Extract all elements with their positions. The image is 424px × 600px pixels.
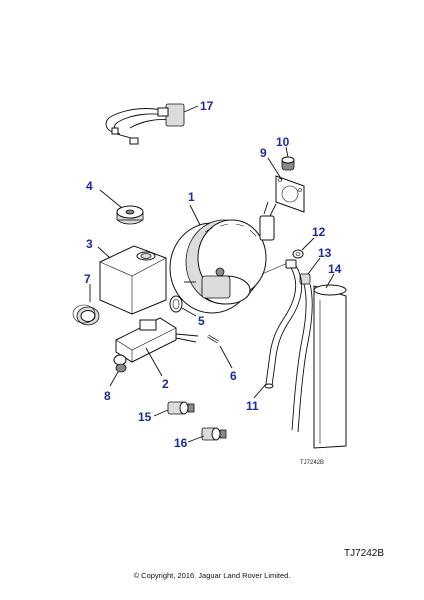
part-4-reservoir-cap[interactable]	[99, 189, 144, 225]
callout-13[interactable]: 13	[318, 246, 332, 260]
callout-15[interactable]: 15	[138, 410, 152, 424]
part-5-o-ring[interactable]	[169, 295, 197, 317]
part-6-pin[interactable]	[207, 334, 233, 369]
part-7-seal[interactable]	[72, 284, 100, 326]
callout-7[interactable]: 7	[84, 272, 91, 286]
callout-9[interactable]: 9	[260, 146, 267, 160]
callout-3[interactable]: 3	[86, 237, 93, 251]
callout-2[interactable]: 2	[162, 377, 169, 391]
callout-8[interactable]: 8	[104, 389, 111, 403]
part-2-master-cylinder[interactable]	[113, 317, 199, 377]
part-12-washer[interactable]	[292, 237, 315, 259]
part-1-brake-booster[interactable]	[169, 201, 291, 314]
part-3-reservoir[interactable]	[97, 245, 167, 315]
drawing-code-small: TJ7242B	[300, 460, 324, 466]
part-17-wiring-harness[interactable]	[105, 103, 199, 145]
callout-4[interactable]: 4	[86, 179, 93, 193]
part-11-vacuum-hose[interactable]	[253, 259, 303, 399]
callout-6[interactable]: 6	[230, 369, 237, 383]
part-13-union[interactable]	[299, 257, 321, 285]
callout-11[interactable]: 11	[246, 399, 259, 413]
callout-16[interactable]: 16	[174, 436, 188, 450]
part-9-gasket[interactable]	[267, 157, 305, 213]
callout-10[interactable]: 10	[276, 135, 290, 149]
callout-1[interactable]: 1	[188, 190, 195, 204]
copyright-notice: © Copyright, 2016. Jaguar Land Rover Lim…	[134, 571, 291, 580]
callout-14[interactable]: 14	[328, 262, 342, 276]
part-10-nut[interactable]	[281, 146, 295, 171]
part-15-sensor[interactable]	[153, 401, 195, 417]
part-14-sleeve[interactable]	[291, 273, 347, 449]
drawing-code-large: TJ7242B	[344, 548, 384, 559]
part-16-sensor[interactable]	[187, 427, 227, 443]
callout-17[interactable]: 17	[200, 99, 214, 113]
callout-12[interactable]: 12	[312, 225, 326, 239]
callout-5[interactable]: 5	[198, 314, 205, 328]
part-8-cap[interactable]	[109, 363, 127, 387]
